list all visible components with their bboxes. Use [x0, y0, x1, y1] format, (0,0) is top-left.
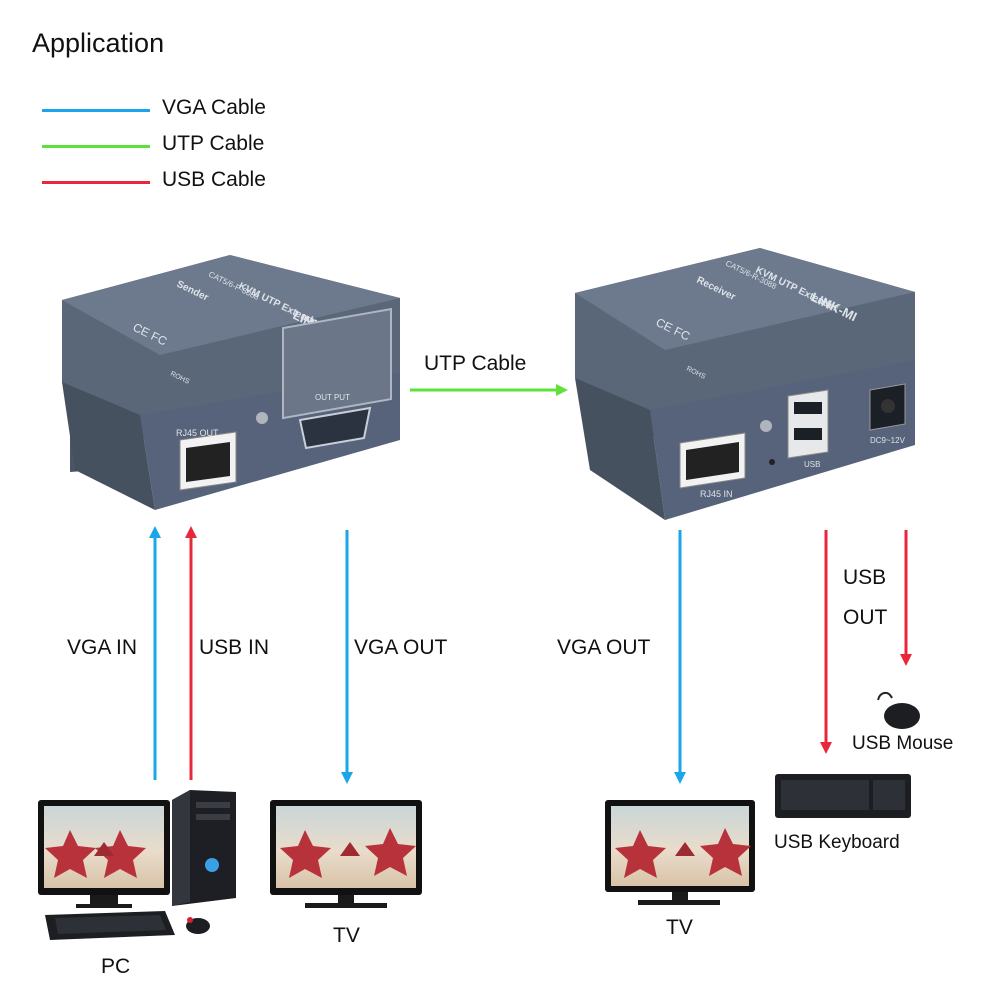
sender-vga-port: [298, 406, 372, 450]
pc-monitor: [38, 800, 170, 908]
power-icon: [205, 858, 219, 872]
sender-device: LINK-MI KVM UTP Extender CAT5/6-P-3088 S…: [62, 255, 400, 510]
sender-rj45-label: RJ45 OUT: [176, 428, 219, 438]
legend-usb: USB Cable: [42, 168, 342, 198]
sender-vga-out-label: VGA OUT: [354, 636, 448, 659]
legend-vga: VGA Cable: [42, 96, 342, 126]
pc-tower: [172, 790, 236, 906]
utp-cable-label: UTP Cable: [424, 352, 527, 375]
receiver-vga-out-label: VGA OUT: [557, 636, 651, 659]
usb-out-label-line2: OUT: [843, 606, 888, 629]
usb-in-label: USB IN: [199, 636, 270, 659]
legend-usb-label: USB Cable: [162, 168, 266, 191]
tv-left-label: TV: [333, 924, 360, 947]
pc-keyboard: [45, 911, 175, 940]
tv-left: [270, 800, 422, 908]
pc-label: PC: [101, 955, 131, 978]
legend-utp-label: UTP Cable: [162, 132, 265, 155]
usb-keyboard-icon: [775, 774, 911, 818]
sender-output-label: OUT PUT: [315, 393, 350, 402]
sender-ground-screw: [256, 412, 268, 424]
receiver-power-label: DC9~12V: [870, 436, 906, 445]
receiver-rj45-label: RJ45 IN: [700, 489, 733, 499]
tv-right-label: TV: [666, 916, 693, 939]
tv-right: [605, 800, 755, 905]
legend-vga-label: VGA Cable: [162, 96, 266, 119]
receiver-device: LINK-MI KVM UTP Extender CAT5/6-R-3088 R…: [575, 248, 915, 520]
receiver-usb-label: USB: [804, 460, 820, 469]
legend-usb-line: [42, 181, 150, 184]
usb-keyboard-label: USB Keyboard: [774, 832, 900, 853]
usb-mouse-icon: [877, 692, 920, 729]
legend-vga-line: [42, 109, 150, 112]
sender-vga-panel: [282, 307, 392, 420]
usb-out-label-line1: USB: [843, 566, 887, 589]
receiver-usb-ports: [787, 389, 829, 459]
vga-in-label: VGA IN: [67, 636, 138, 659]
page-title: Application: [32, 28, 165, 58]
receiver-ground-screw: [760, 420, 772, 432]
usb-mouse-label: USB Mouse: [852, 733, 954, 754]
legend-utp: UTP Cable: [42, 132, 342, 162]
legend-utp-line: [42, 145, 150, 148]
